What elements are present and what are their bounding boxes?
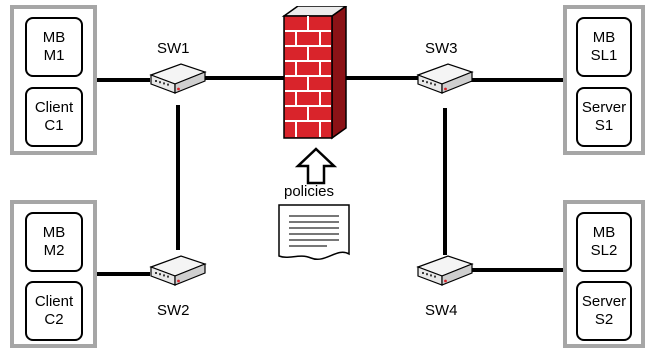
host-mb-sl1: MB SL1	[576, 17, 632, 77]
host-client-c2: Client C2	[25, 281, 83, 341]
switch-port	[434, 83, 436, 86]
host-mb-m2: MB M2	[25, 212, 83, 272]
host-line-1: Client	[34, 293, 74, 310]
switch-port	[434, 275, 436, 278]
switch-icon	[416, 255, 474, 286]
host-line-1: Server	[581, 99, 627, 116]
switch-port	[163, 274, 165, 277]
host-line-1: MB	[42, 224, 66, 241]
host-line-2: S2	[594, 311, 614, 328]
switch-label-sw3: SW3	[425, 40, 458, 57]
switch-port	[426, 81, 428, 84]
host-line-1: MB	[42, 29, 66, 46]
switch-label-sw2: SW2	[157, 302, 190, 319]
switch-led	[444, 279, 447, 283]
switch-right-face	[174, 71, 206, 94]
switch-right-face	[441, 263, 473, 286]
switch-port	[159, 81, 161, 84]
switch-label-sw1: SW1	[157, 40, 190, 57]
host-mb-sl2: MB SL2	[576, 212, 632, 272]
up-arrow-icon	[294, 147, 338, 185]
switch-icon	[416, 63, 474, 94]
switch-label-sw4: SW4	[425, 302, 458, 319]
firewall-icon	[281, 6, 348, 140]
document-icon	[278, 204, 350, 261]
host-group-bottom-left: MB M2 Client C2	[10, 200, 97, 348]
host-group-top-right: MB SL1 Server S1	[563, 5, 645, 155]
switch-icon	[149, 63, 207, 94]
switch-right-face	[174, 263, 206, 286]
switch-led	[177, 87, 180, 91]
switch-port	[167, 83, 169, 86]
switch-right-face	[441, 71, 473, 94]
host-line-2: M2	[43, 242, 65, 259]
host-group-bottom-right: MB SL2 Server S2	[563, 200, 645, 348]
switch-port	[430, 274, 432, 277]
host-line-1: Client	[34, 99, 74, 116]
host-line-1: MB	[592, 224, 616, 241]
switch-port	[159, 273, 161, 276]
host-line-2: C1	[44, 117, 64, 134]
host-line-2: SL2	[590, 242, 618, 259]
switch-port	[155, 272, 157, 274]
host-line-2: SL1	[590, 47, 618, 64]
host-server-s2: Server S2	[576, 281, 632, 341]
switch-port	[422, 272, 424, 274]
switch-port	[422, 80, 424, 82]
switch-led	[444, 87, 447, 91]
switch-led	[177, 279, 180, 283]
host-server-s1: Server S1	[576, 87, 632, 147]
host-line-2: C2	[44, 311, 64, 328]
switch-port	[167, 275, 169, 278]
switch-port	[426, 273, 428, 276]
host-line-2: S1	[594, 117, 614, 134]
host-client-c1: Client C1	[25, 87, 83, 147]
host-group-top-left: MB M1 Client C1	[10, 5, 97, 155]
switch-port	[430, 82, 432, 85]
switch-port	[163, 82, 165, 85]
host-line-1: Server	[581, 293, 627, 310]
host-line-2: M1	[43, 47, 65, 64]
policies-label: policies	[284, 183, 335, 200]
switch-icon	[149, 255, 207, 286]
host-mb-m1: MB M1	[25, 17, 83, 77]
host-line-1: MB	[592, 29, 616, 46]
switch-port	[155, 80, 157, 82]
